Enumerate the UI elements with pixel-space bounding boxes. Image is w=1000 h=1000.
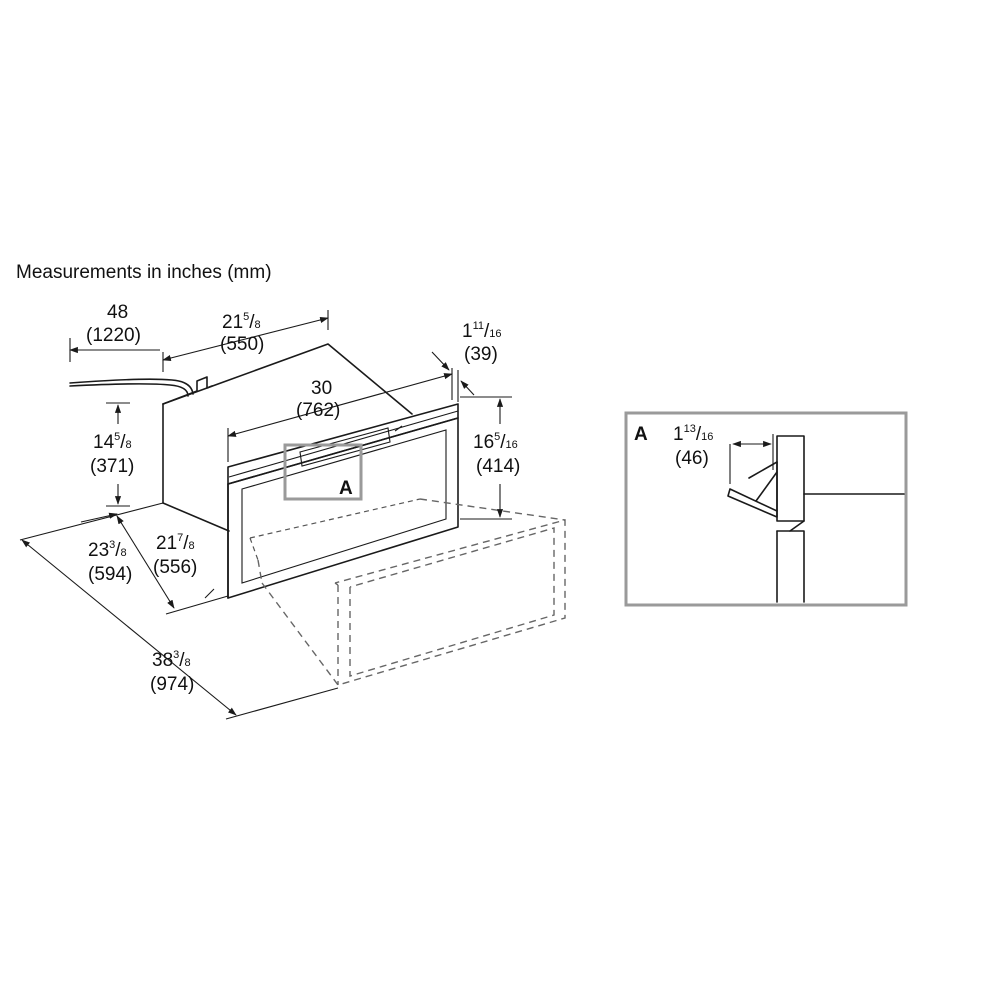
- front-height-whole: 16: [473, 432, 494, 453]
- side-height-den: 8: [126, 439, 132, 451]
- front-height-mm: (414): [476, 456, 520, 477]
- svg-text:215/8: 215/8: [222, 311, 261, 333]
- diagram-title: Measurements in inches (mm): [16, 262, 272, 283]
- handle-clearance-whole: 1: [673, 424, 684, 445]
- dim-front-height: 165/16 (414): [460, 396, 520, 520]
- dim-front-width: 30 (762): [227, 373, 453, 462]
- svg-text:113/16: 113/16: [673, 423, 713, 445]
- side-height-num: 5: [114, 431, 120, 443]
- dim-top-depth: 215/8 (550): [162, 310, 329, 372]
- display-window: [299, 427, 391, 467]
- body-depth-whole: 23: [88, 540, 109, 561]
- power-cord: [69, 378, 194, 395]
- front-height-den: 16: [506, 439, 518, 451]
- open-drawer-outline: [257, 498, 566, 686]
- body-depth-den: 8: [121, 547, 127, 559]
- detail-a-heading: A: [634, 424, 648, 445]
- svg-text:165/16: 165/16: [473, 431, 518, 453]
- detail-a-box: [283, 443, 363, 501]
- handle-clearance-num: 13: [684, 423, 696, 435]
- front-offset-num: 11: [473, 320, 484, 332]
- front-width-mm: (762): [296, 400, 340, 421]
- top-depth-den: 8: [255, 319, 261, 331]
- top-depth-num: 5: [243, 311, 249, 323]
- front-height-num: 5: [494, 431, 500, 443]
- front-width-value: 30: [311, 378, 332, 399]
- top-depth-mm: (550): [220, 334, 264, 355]
- door-depth-whole: 21: [156, 533, 177, 554]
- svg-text:217/8: 217/8: [156, 532, 195, 554]
- open-depth-num: 3: [173, 649, 179, 661]
- dim-side-height: 145/8 (371): [90, 402, 134, 507]
- open-depth-den: 8: [185, 657, 191, 669]
- front-offset-whole: 1: [462, 321, 473, 342]
- side-height-whole: 14: [93, 432, 115, 453]
- door-depth-num: 7: [177, 532, 183, 544]
- open-depth-whole: 38: [152, 650, 173, 671]
- svg-text:233/8: 233/8: [88, 539, 127, 561]
- top-depth-whole: 21: [222, 312, 243, 333]
- handle-clearance-mm: (46): [675, 448, 709, 469]
- cord-length-value: 48: [107, 302, 128, 323]
- dim-open-depth: 383/8 (974): [21, 539, 339, 720]
- detail-a-label: A: [339, 478, 353, 499]
- handle-clearance-den: 16: [701, 431, 713, 443]
- front-offset-mm: (39): [464, 344, 498, 365]
- dim-cord-length: 48 (1220): [69, 302, 160, 362]
- door-depth-mm: (556): [153, 557, 197, 578]
- svg-text:145/8: 145/8: [93, 431, 132, 453]
- cord-length-mm: (1220): [86, 325, 141, 346]
- body-depth-mm: (594): [88, 564, 132, 585]
- front-offset-den: 16: [489, 328, 501, 340]
- dim-front-offset: 111/16 (39): [431, 320, 502, 402]
- dim-door-depth: 217/8 (556): [153, 532, 197, 578]
- handle: [727, 488, 778, 518]
- detail-a-frame: [624, 411, 908, 607]
- open-depth-mm: (974): [150, 674, 194, 695]
- detail-a-inset: A 113/16 (46): [624, 411, 908, 607]
- door-depth-den: 8: [189, 540, 195, 552]
- svg-text:111/16: 111/16: [462, 320, 502, 342]
- svg-text:383/8: 383/8: [152, 649, 191, 671]
- side-height-mm: (371): [90, 456, 134, 477]
